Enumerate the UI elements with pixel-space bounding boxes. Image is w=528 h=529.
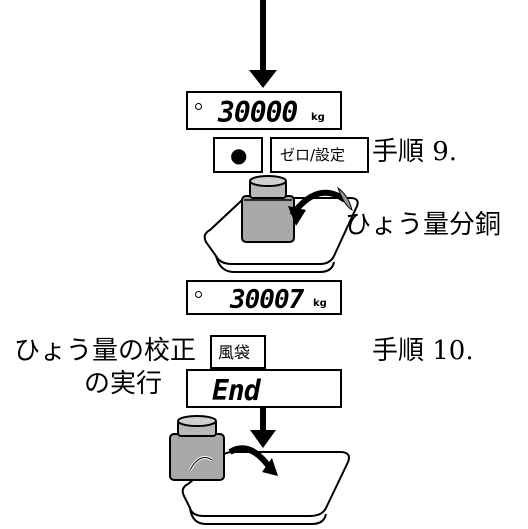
calibration-label: ひょう量の校正 <box>14 336 197 366</box>
dot-button[interactable]: ● <box>213 137 263 173</box>
weight-1 <box>241 175 295 243</box>
stable-indicator-icon <box>195 103 202 110</box>
weight-label: ひょう量分銅 <box>345 210 502 240</box>
place-weight-arrow <box>288 186 353 226</box>
zero-set-label: ゼロ/設定 <box>280 146 346 164</box>
step-9-label: 手順 9. <box>372 137 458 167</box>
weight-display-2: 30007 kg <box>186 280 342 315</box>
display-value-3: End <box>212 374 261 407</box>
display-unit-1: kg <box>311 112 325 123</box>
tare-label: 風袋 <box>218 343 251 362</box>
execute-label: の実行 <box>84 369 163 399</box>
down-arrow-bottom <box>250 408 276 448</box>
display-value-2: 30007 <box>230 285 304 315</box>
step-10-label: 手順 10. <box>372 336 474 366</box>
zero-set-button[interactable]: ゼロ/設定 <box>270 137 369 173</box>
display-value-1: 30000 <box>218 96 298 129</box>
weight-2 <box>169 415 225 481</box>
dot-icon: ● <box>230 143 248 167</box>
down-arrow-top <box>249 0 277 88</box>
weight-display-3: End <box>186 369 342 408</box>
tare-button[interactable]: 風袋 <box>210 335 266 369</box>
display-unit-2: kg <box>313 298 327 309</box>
weight-display-1: 30000 kg <box>186 91 342 130</box>
stable-indicator-icon <box>195 291 202 298</box>
remove-weight-arrow <box>228 445 278 476</box>
